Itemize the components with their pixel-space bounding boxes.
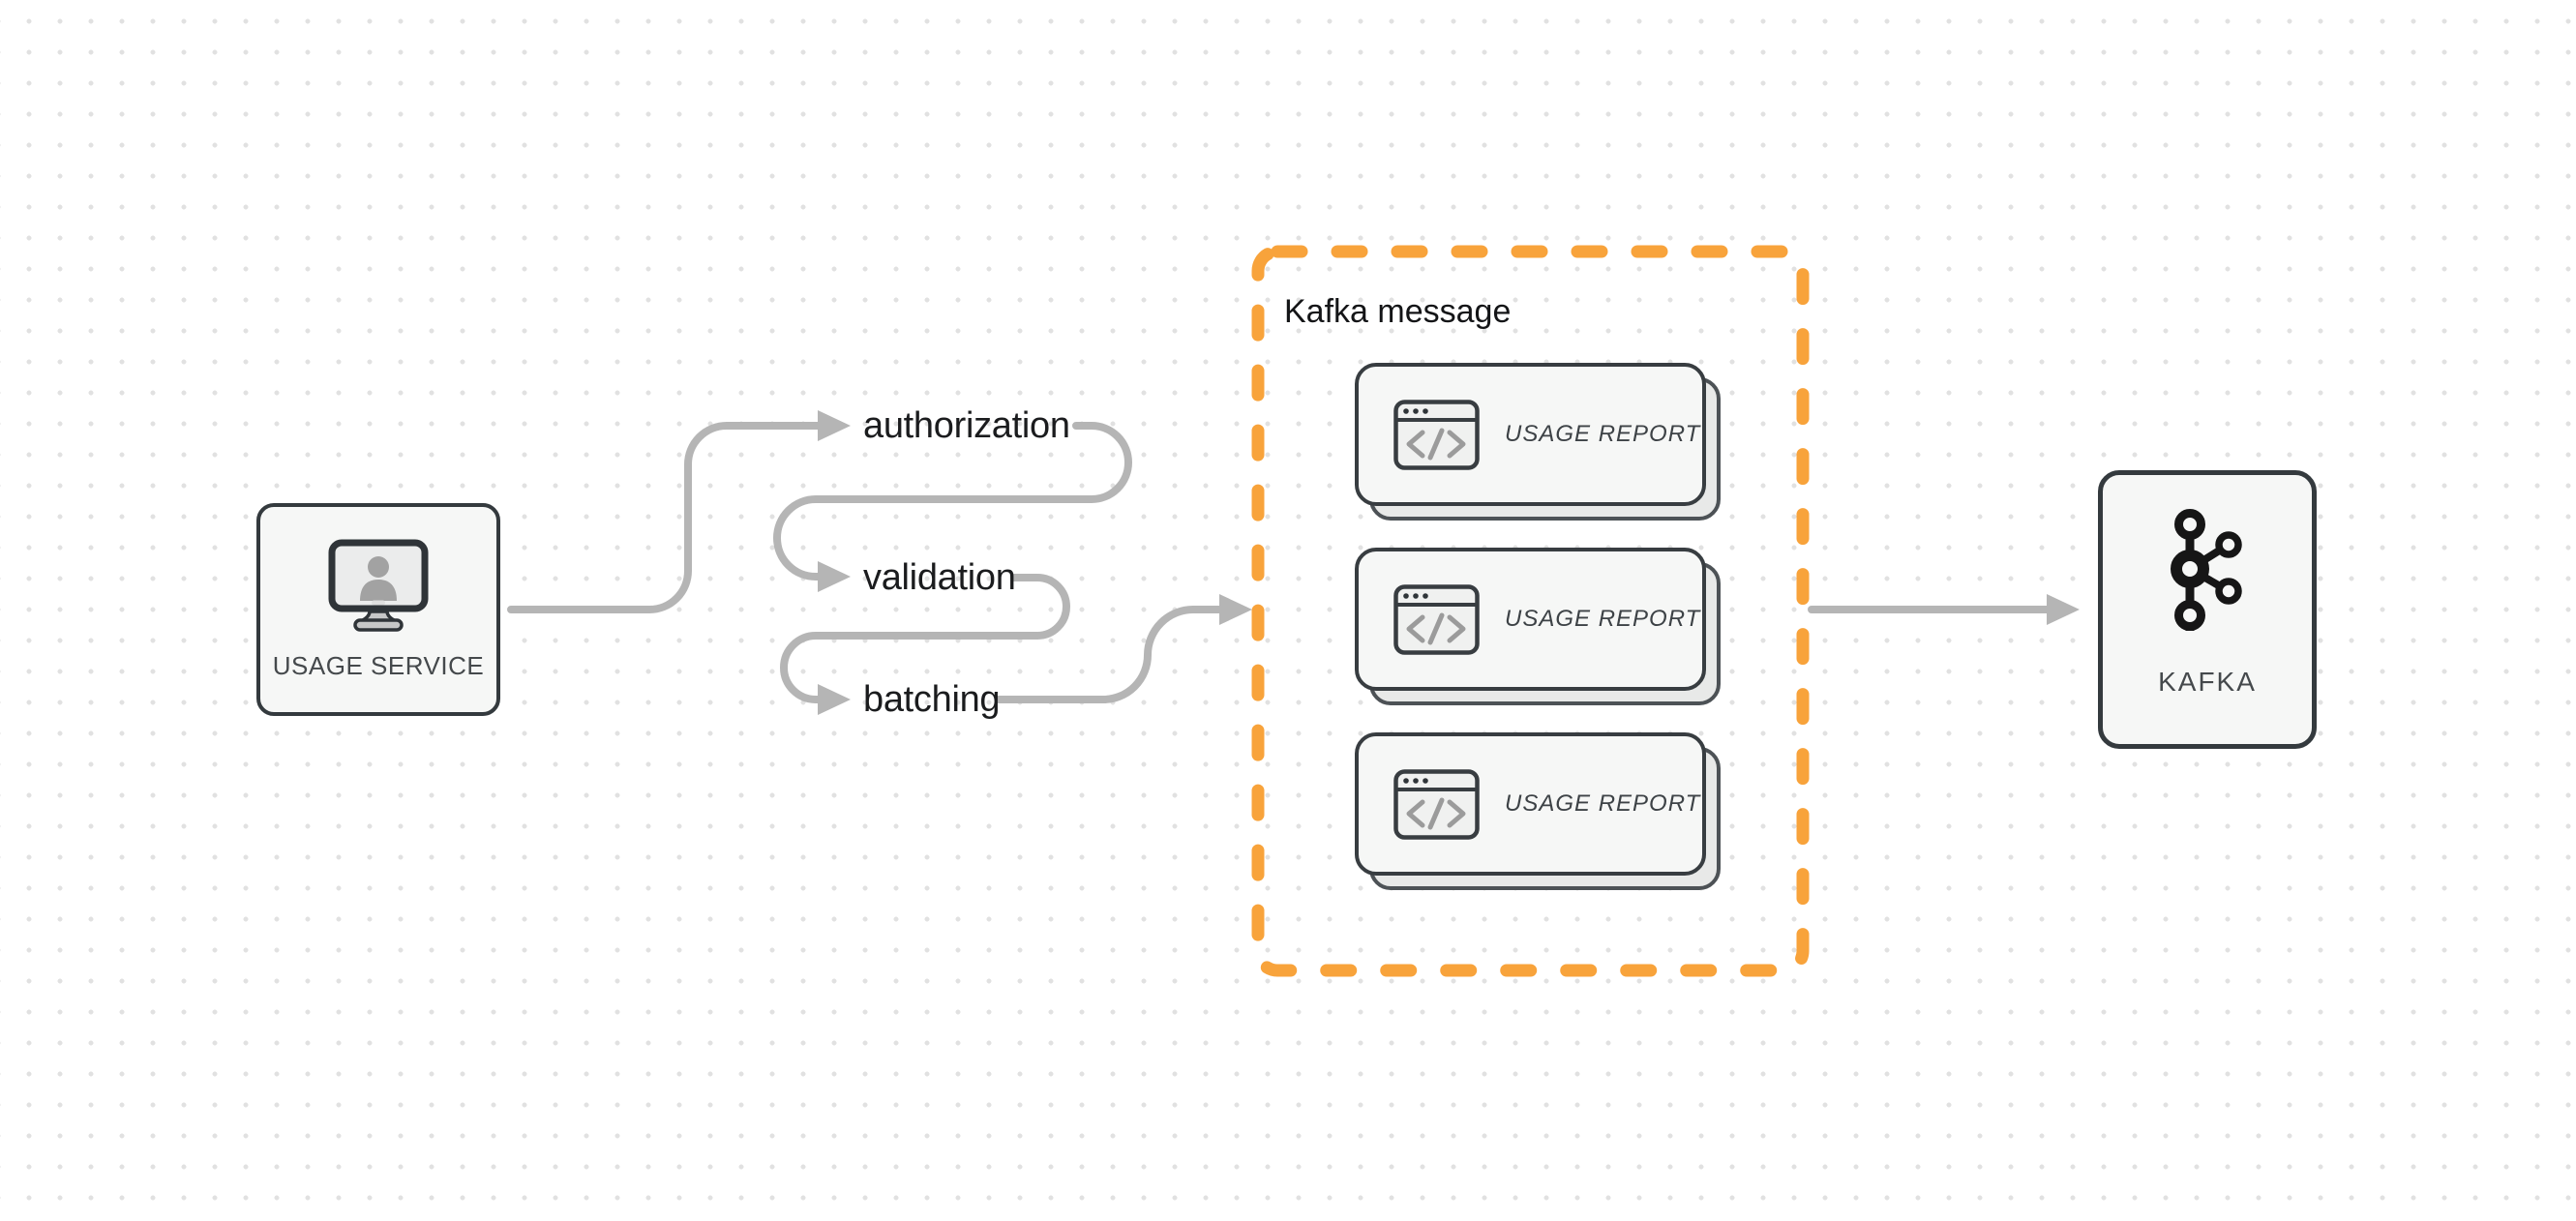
kafka-node: KAFKA [2098,470,2317,749]
flow-step-validation: validation [863,557,1016,598]
code-window-icon [1393,583,1480,655]
card-face: USAGE REPORT [1355,363,1706,506]
usage-report-card: USAGE REPORT [1355,732,1721,890]
usage-service-node: USAGE SERVICE [256,503,500,716]
usage-report-label: USAGE REPORT [1505,421,1701,447]
usage-report-label: USAGE REPORT [1505,606,1701,632]
usage-report-card: USAGE REPORT [1355,548,1721,705]
kafka-message-group-border [1251,245,1810,977]
kafka-label: KAFKA [2158,667,2257,697]
flow-step-batching: batching [863,679,1001,720]
arrow-batching-to-kafka-message [995,594,1252,703]
usage-report-label: USAGE REPORT [1505,790,1701,817]
monitor-user-icon [328,539,429,632]
code-window-icon [1393,768,1480,840]
usage-service-label: USAGE SERVICE [272,651,485,680]
usage-report-card: USAGE REPORT [1355,363,1721,521]
card-face: USAGE REPORT [1355,732,1706,876]
kafka-logo-icon [2171,509,2242,631]
code-window-icon [1393,399,1480,470]
arrow-authorization-to-validation [773,422,1132,592]
flow-step-authorization: authorization [863,405,1070,446]
arrow-service-to-authorization [507,410,851,613]
kafka-message-group-title: Kafka message [1284,293,1512,330]
card-face: USAGE REPORT [1355,548,1706,691]
arrow-validation-to-batching [780,574,1070,715]
